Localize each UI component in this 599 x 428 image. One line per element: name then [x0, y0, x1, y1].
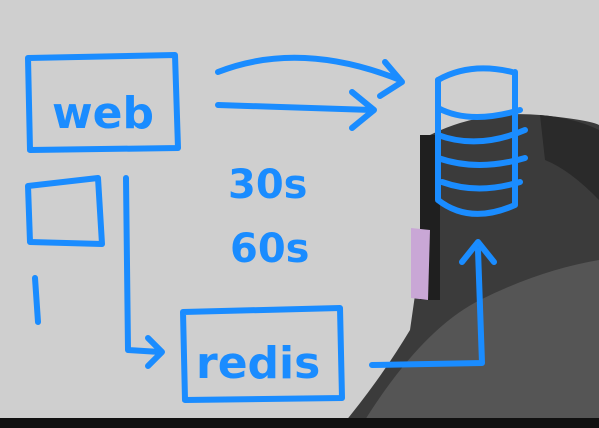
redis-label: redis [196, 338, 320, 389]
web-label: web [52, 88, 154, 139]
presenter-silhouette [340, 114, 599, 428]
annotation-30s: 30s [228, 162, 307, 208]
arrow-web-to-redis [123, 175, 165, 369]
bottom-bar [0, 418, 599, 428]
arrows-web-to-database [215, 54, 405, 131]
tick-mark [32, 275, 41, 325]
database-icon [435, 65, 528, 217]
redis-node: redis [180, 305, 345, 403]
annotation-60s: 60s [230, 226, 309, 272]
web-node: web [25, 52, 181, 153]
empty-box [25, 175, 105, 247]
arrow-redis-to-database [369, 239, 497, 368]
